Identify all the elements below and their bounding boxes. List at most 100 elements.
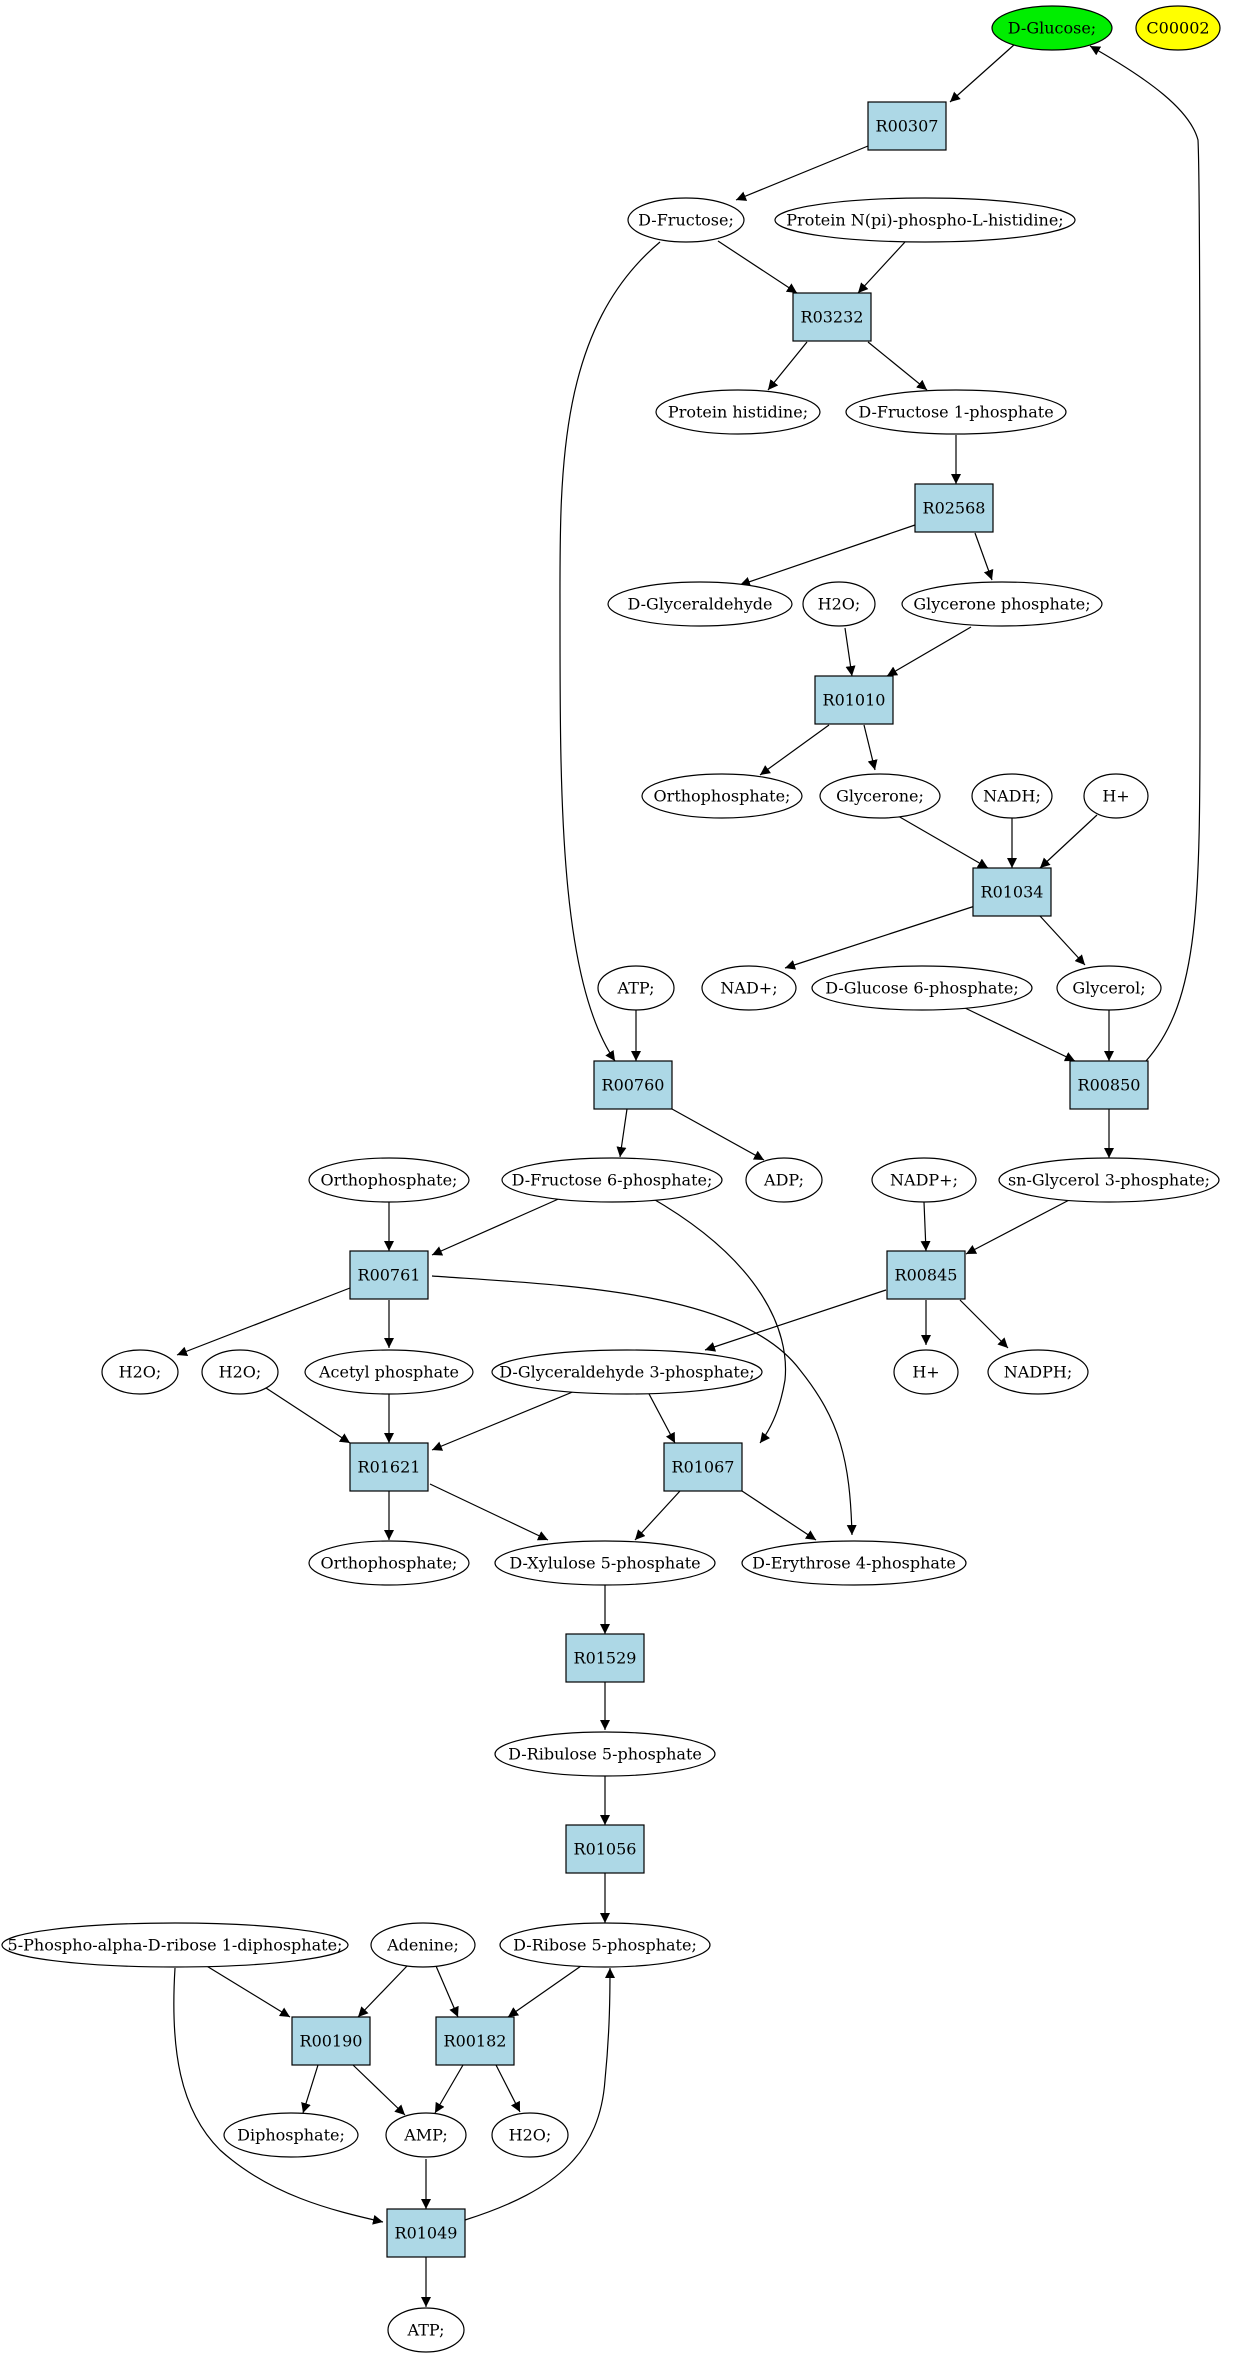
edge-r00190-amp [352,2064,406,2116]
reaction-box [593,1060,673,1110]
compound-h2o-b[interactable]: H2O; [101,1349,179,1395]
compound-d-ribulose-5p[interactable]: D-Ribulose 5-phosphate [494,1731,716,1777]
compound-nadph[interactable]: NADPH; [987,1349,1089,1395]
compound-shape [655,389,821,435]
compound-shape [991,5,1113,51]
compound-label: NAD+; [720,979,777,998]
reaction-r02568[interactable]: R02568 [914,483,994,533]
reaction-label: R01034 [981,883,1044,902]
reaction-r01621[interactable]: R01621 [349,1442,429,1492]
edge-r01034-glycerol [1039,915,1086,966]
compound-atp-b[interactable]: ATP; [387,2307,465,2353]
compound-d-erythrose-4p[interactable]: D-Erythrose 4-phosphate [741,1540,967,1586]
reaction-box [565,1824,645,1874]
reaction-label: R03232 [801,308,864,327]
reaction-r00190[interactable]: R00190 [291,2016,371,2066]
compound-shape [491,2112,569,2158]
compound-hplus-b[interactable]: H+ [893,1349,959,1395]
compound-protein-histidine[interactable]: Protein histidine; [655,389,821,435]
reaction-label: R01049 [395,2224,458,2243]
compound-nadplus[interactable]: NAD+; [701,965,797,1011]
compound-label: Orthophosphate; [321,1171,458,1190]
edge-r00845-glyceraldehyde-3p [704,1289,887,1352]
reaction-r01056[interactable]: R01056 [565,1824,645,1874]
compound-sn-glycerol-3p[interactable]: sn-Glycerol 3-phosphate; [998,1157,1220,1203]
compound-glycerone[interactable]: Glycerone; [819,773,941,819]
reaction-box [867,101,947,151]
edge-protein-nphis-r03232 [857,241,906,294]
compound-adenine[interactable]: Adenine; [370,1922,476,1968]
reaction-r00761[interactable]: R00761 [349,1250,429,1300]
compound-d-xylulose-5p[interactable]: D-Xylulose 5-phosphate [494,1540,716,1586]
compound-hplus-a[interactable]: H+ [1083,773,1149,819]
reaction-r01034[interactable]: R01034 [972,867,1052,917]
edge-glycerone-r01034 [897,815,989,869]
compound-d-ribose-5p[interactable]: D-Ribose 5-phosphate; [499,1922,711,1968]
compound-glycerol[interactable]: Glycerol; [1056,965,1162,1011]
edge-r01034-nadplus [784,905,976,970]
compound-h2o-a[interactable]: H2O; [802,581,876,627]
edge-r00850-glucose [1089,45,1201,1062]
compound-acetyl-phosphate[interactable]: Acetyl phosphate [304,1349,474,1395]
compound-label: C00002 [1146,19,1209,38]
compound-d-fructose-1p[interactable]: D-Fructose 1-phosphate [845,389,1067,435]
compound-shape [370,1922,476,1968]
reaction-r01049[interactable]: R01049 [386,2208,466,2258]
edge-prpp-r01049 [173,1967,384,2225]
compound-d-glyceraldehyde-3p[interactable]: D-Glyceraldehyde 3-phosphate; [491,1349,763,1395]
compound-h2o-c[interactable]: H2O; [201,1349,279,1395]
edge-glycerone-p-r01010 [886,626,972,677]
edge-r00182-amp [434,2064,464,2114]
compound-diphosphate[interactable]: Diphosphate; [223,2112,359,2158]
edge-r00760-adp [671,1108,765,1161]
reaction-r03232[interactable]: R03232 [792,292,872,342]
compound-shape [201,1349,279,1395]
compound-atp-a[interactable]: ATP; [597,965,675,1011]
compound-d-glyceraldehyde[interactable]: D-Glyceraldehyde [607,581,793,627]
reaction-box [886,1250,966,1300]
compound-d-glucose-6p[interactable]: D-Glucose 6-phosphate; [811,965,1033,1011]
compound-adp[interactable]: ADP; [745,1157,823,1203]
reaction-r00850[interactable]: R00850 [1069,1060,1149,1110]
compound-c00002[interactable]: C00002 [1135,5,1221,51]
reaction-label: R01010 [823,691,886,710]
reaction-label: R01056 [574,1840,637,1859]
edge-prpp-r00190 [204,1964,291,2018]
edge-r01067-xylulose-5p [634,1490,681,1541]
compound-label: D-Glucose 6-phosphate; [825,979,1018,998]
compound-orthophosphate-a[interactable]: Orthophosphate; [641,773,803,819]
compound-protein-nphis[interactable]: Protein N(pi)-phospho-L-histidine; [774,197,1076,243]
reaction-label: R01067 [672,1458,735,1477]
reaction-r01067[interactable]: R01067 [663,1442,743,1492]
compound-amp[interactable]: AMP; [385,2112,467,2158]
compound-h2o-d[interactable]: H2O; [491,2112,569,2158]
compound-d-glucose[interactable]: D-Glucose; [991,5,1113,51]
compound-nadh[interactable]: NADH; [971,773,1053,819]
compound-d-fructose-6p[interactable]: D-Fructose 6-phosphate; [501,1157,723,1203]
compound-d-fructose[interactable]: D-Fructose; [627,197,745,243]
reaction-r00182[interactable]: R00182 [435,2016,515,2066]
reaction-r00845[interactable]: R00845 [886,1250,966,1300]
compound-shape [998,1157,1220,1203]
reaction-r01529[interactable]: R01529 [565,1633,645,1683]
compound-shape [101,1349,179,1395]
compound-label: D-Glucose; [1008,19,1096,38]
compound-prpp[interactable]: 5-Phospho-alpha-D-ribose 1-diphosphate; [1,1922,349,1968]
compound-label: Glycerol; [1072,979,1145,998]
edge-ribose-5p-r00182 [507,1965,582,2018]
reaction-r01010[interactable]: R01010 [814,675,894,725]
compound-shape [701,965,797,1011]
compound-label: Glycerone; [836,787,924,806]
compound-shape [987,1349,1089,1395]
compound-glycerone-phosphate[interactable]: Glycerone phosphate; [901,581,1103,627]
compound-label: Protein histidine; [668,403,808,422]
edge-glyceraldehyde-3p-r01067 [647,1391,676,1444]
compound-orthophosphate-c[interactable]: Orthophosphate; [308,1540,470,1586]
reaction-r00760[interactable]: R00760 [593,1060,673,1110]
reaction-r00307[interactable]: R00307 [867,101,947,151]
compound-shape [1,1922,349,1968]
compound-orthophosphate-b[interactable]: Orthophosphate; [308,1157,470,1203]
compound-shape [802,581,876,627]
compound-nadpplus[interactable]: NADP+; [871,1157,977,1203]
compound-shape [494,1731,716,1777]
